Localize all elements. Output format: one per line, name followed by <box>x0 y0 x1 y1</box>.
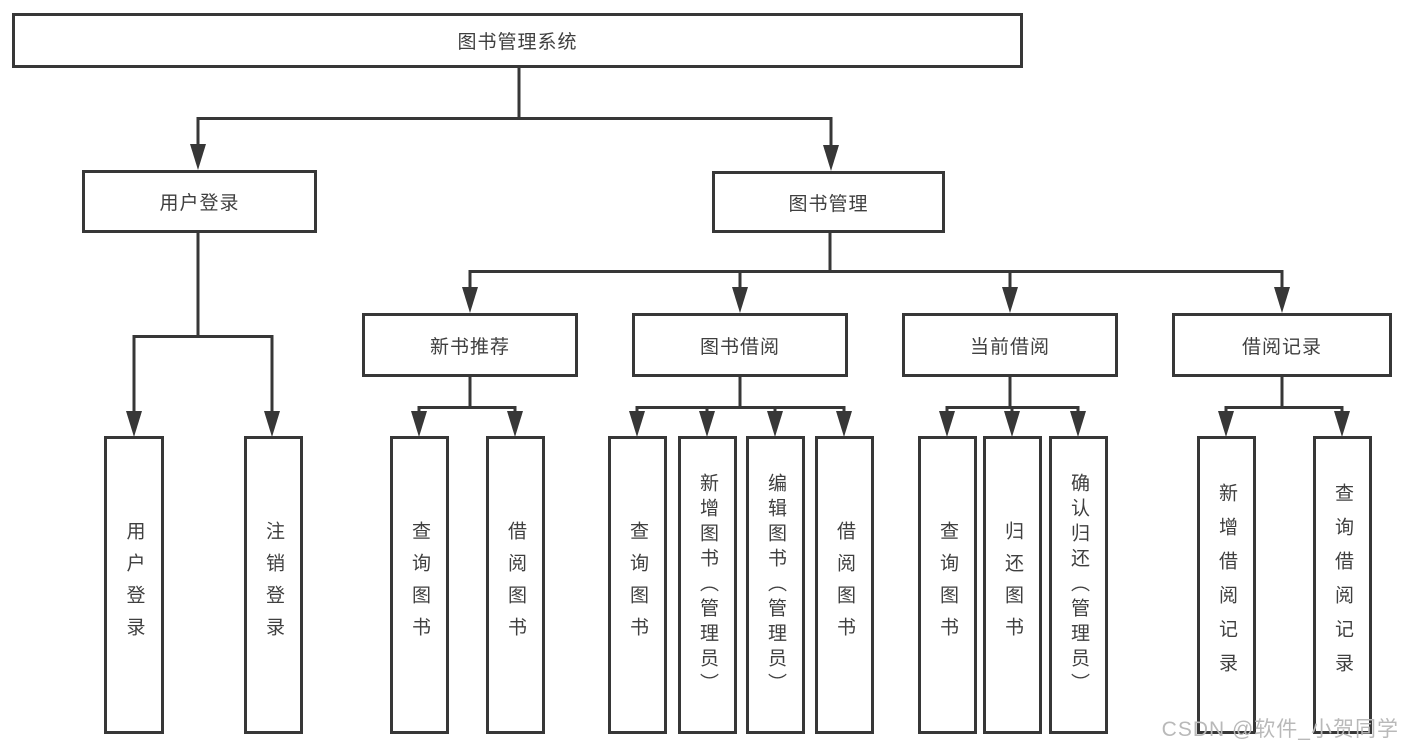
leaf-cur-return-books: 归还图书 <box>983 436 1042 734</box>
csdn-watermark: CSDN @软件_小贺同学 <box>1161 718 1399 741</box>
node-borrow-records: 借阅记录 <box>1172 313 1392 377</box>
node-label: 借阅记录 <box>1241 336 1322 358</box>
leaf-rec-query-record: 查询借阅记录 <box>1313 436 1372 734</box>
leaf-cur-query-books: 查询图书 <box>918 436 977 734</box>
node-label: 图书管理 <box>788 193 869 215</box>
node-new-book-recommend: 新书推荐 <box>362 313 578 377</box>
leaf-bw-edit-books-admin: 编辑图书（管理员） <box>746 436 805 734</box>
node-current-borrow: 当前借阅 <box>902 313 1118 377</box>
leaf-bw-query-books: 查询图书 <box>608 436 667 734</box>
node-label: 图书管理系统 <box>457 32 578 53</box>
leaf-cur-confirm-return-admin: 确认归还（管理员） <box>1049 436 1108 734</box>
leaf-bw-borrow-books: 借阅图书 <box>815 436 874 734</box>
node-label: 借阅图书 <box>834 521 855 649</box>
leaf-bw-add-books-admin: 新增图书（管理员） <box>678 436 737 734</box>
node-label: 查询图书 <box>409 521 430 649</box>
node-label: 新书推荐 <box>429 336 510 358</box>
node-label: 注销登录 <box>263 521 284 649</box>
node-label: 用户登录 <box>123 521 145 649</box>
node-label: 用户登录 <box>159 193 240 214</box>
node-book-borrow: 图书借阅 <box>632 313 848 377</box>
node-label: 查询图书 <box>627 521 648 649</box>
node-label: 编辑图书（管理员） <box>765 472 786 698</box>
node-root-system: 图书管理系统 <box>12 13 1023 68</box>
node-label: 新增借阅记录 <box>1216 483 1237 687</box>
node-label: 查询借阅记录 <box>1332 483 1353 687</box>
leaf-user-login: 用户登录 <box>104 436 164 734</box>
node-book-management: 图书管理 <box>712 171 945 233</box>
node-label: 确认归还（管理员） <box>1068 472 1089 698</box>
leaf-rec-add-record: 新增借阅记录 <box>1197 436 1256 734</box>
node-label: 查询图书 <box>937 521 958 649</box>
leaf-logout: 注销登录 <box>244 436 303 734</box>
node-label: 借阅图书 <box>505 521 526 649</box>
leaf-nb-query-books: 查询图书 <box>390 436 449 734</box>
leaf-nb-borrow-books: 借阅图书 <box>486 436 545 734</box>
node-user-login: 用户登录 <box>82 170 317 233</box>
node-label: 归还图书 <box>1002 521 1023 649</box>
node-label: 当前借阅 <box>969 336 1050 358</box>
node-label: 图书借阅 <box>699 336 780 358</box>
node-label: 新增图书（管理员） <box>697 472 718 698</box>
